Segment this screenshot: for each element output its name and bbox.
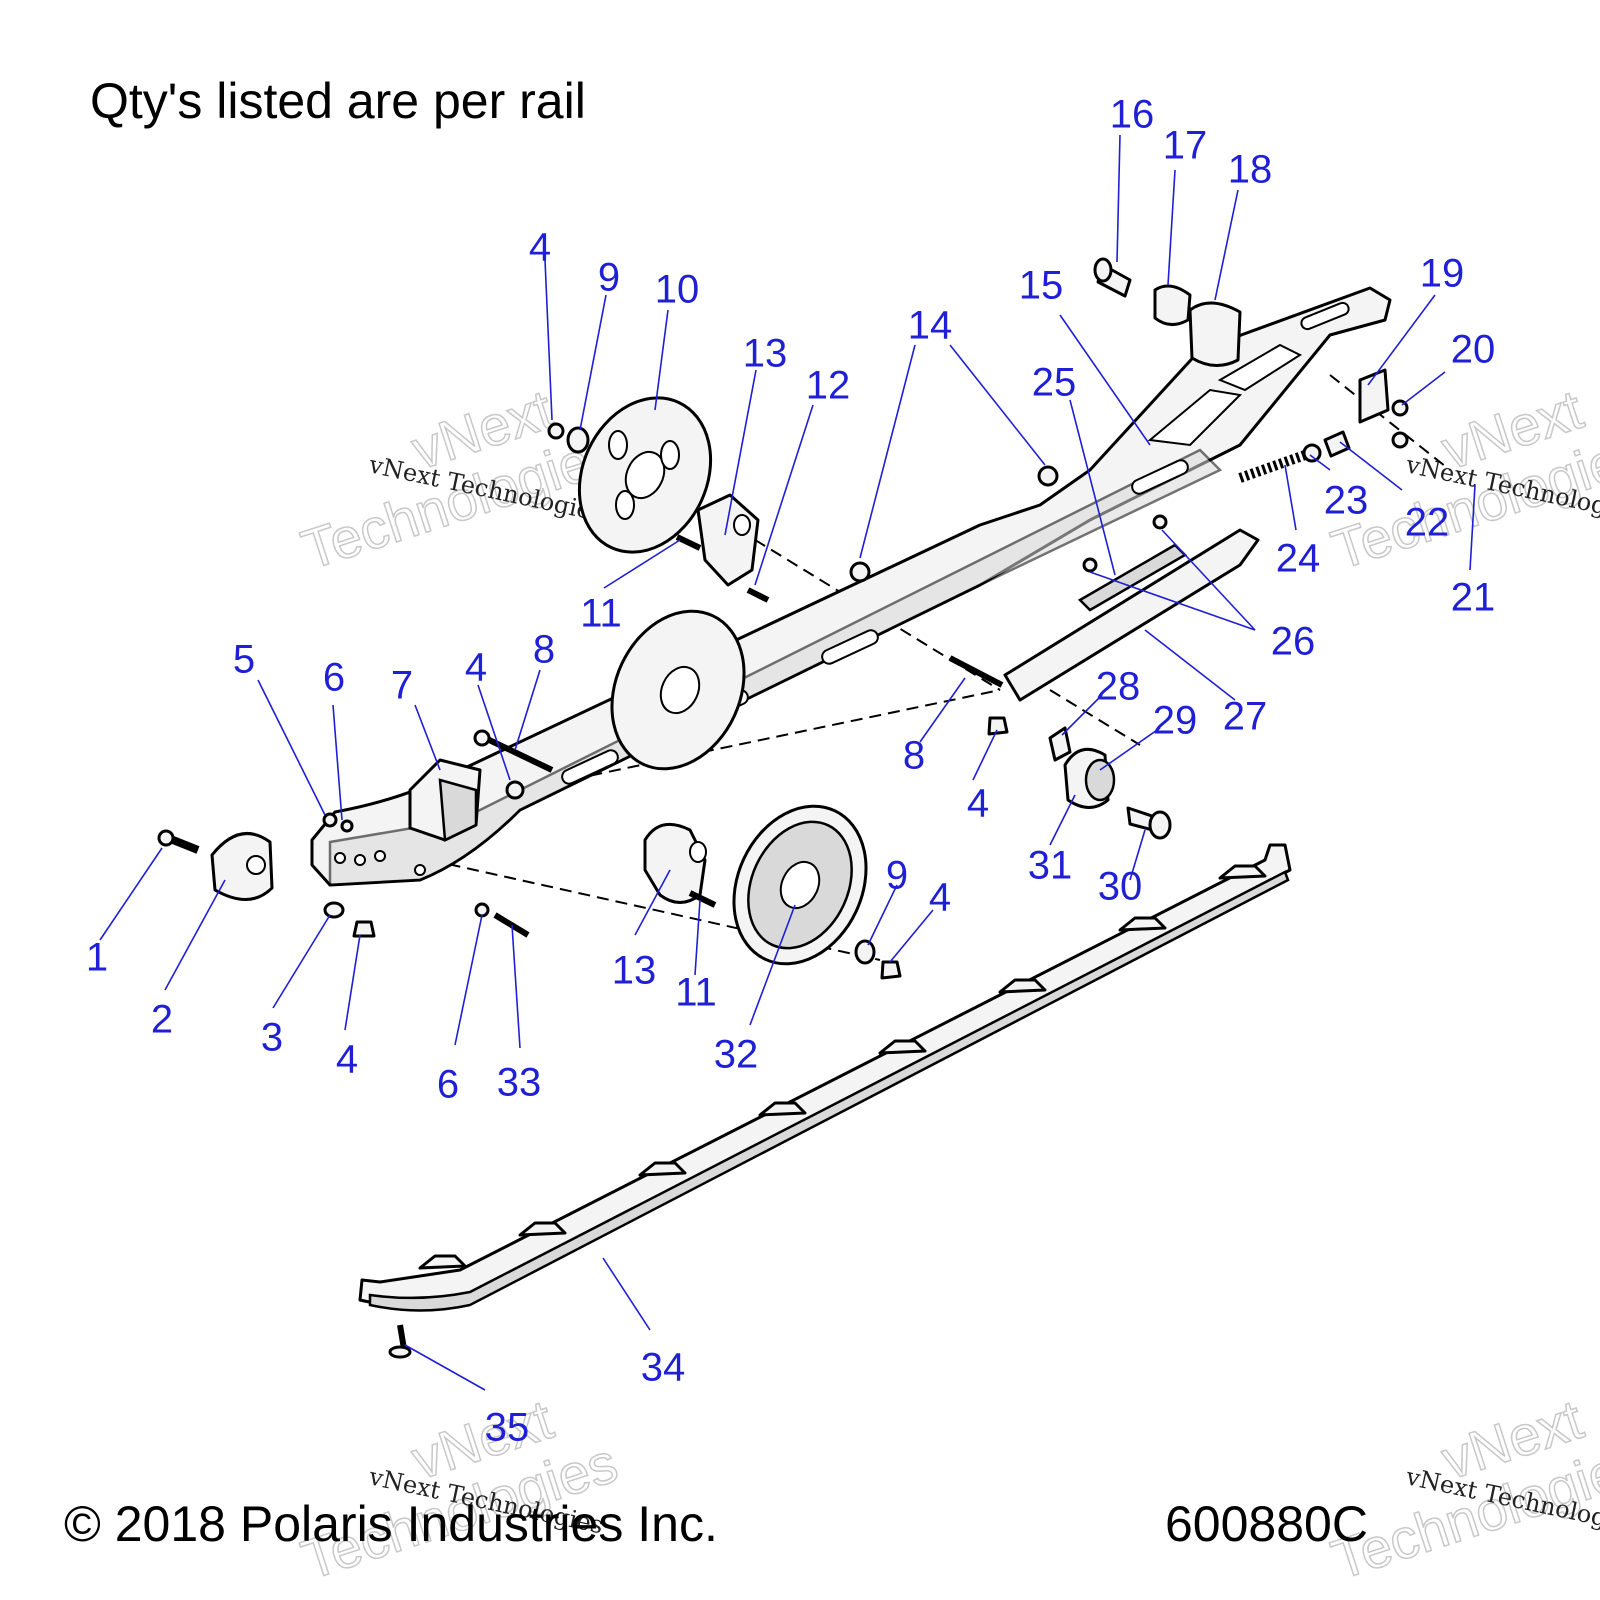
callout-c6b: 6	[437, 1063, 459, 1107]
callout-c33: 33	[497, 1061, 542, 1105]
callout-c28: 28	[1096, 665, 1141, 709]
callout-c27: 27	[1223, 695, 1268, 739]
callout-c23: 23	[1324, 479, 1369, 523]
rail-frame	[310, 286, 1392, 887]
callout-c21: 21	[1451, 576, 1496, 620]
callout-c3: 3	[261, 1016, 283, 1060]
callout-c4b: 4	[529, 226, 551, 270]
callout-c4a: 4	[336, 1038, 358, 1082]
callout-c31: 31	[1028, 844, 1073, 888]
callout-c8b: 8	[903, 734, 925, 778]
callout-c10: 10	[655, 268, 700, 312]
callout-c5: 5	[233, 638, 255, 682]
callout-c20: 20	[1451, 328, 1496, 372]
callout-c11a: 11	[580, 592, 622, 636]
callout-c4d: 4	[967, 782, 989, 826]
callout-c11b: 11	[675, 971, 717, 1015]
header-note: Qty's listed are per rail	[90, 73, 586, 129]
callout-c29: 29	[1153, 699, 1198, 743]
middle-idler-wheel	[610, 609, 746, 771]
callout-c32: 32	[714, 1033, 759, 1077]
callout-c25: 25	[1032, 361, 1077, 405]
drawing-number: 600880C	[1165, 1496, 1368, 1552]
callout-c14: 14	[908, 304, 953, 348]
callout-c2: 2	[151, 998, 173, 1042]
callout-c13a: 13	[743, 332, 788, 376]
slide-teeth	[418, 864, 1267, 1270]
callout-c13b: 13	[612, 949, 657, 993]
callout-c15: 15	[1019, 264, 1064, 308]
callout-c4e: 4	[929, 876, 951, 920]
callout-c16: 16	[1110, 93, 1155, 137]
callout-c6a: 6	[323, 656, 345, 700]
callout-c8a: 8	[533, 628, 555, 672]
upper-idler-wheel	[577, 396, 713, 554]
callout-c24: 24	[1276, 537, 1321, 581]
callout-c18: 18	[1228, 148, 1273, 192]
copyright-notice: © 2018 Polaris Industries Inc.	[64, 1496, 718, 1552]
callout-c22: 22	[1405, 501, 1450, 545]
callout-c12: 12	[806, 364, 851, 408]
callout-c26: 26	[1271, 620, 1316, 664]
callout-c7: 7	[391, 664, 413, 708]
callout-c17: 17	[1163, 124, 1208, 168]
callout-c9b: 9	[886, 854, 908, 898]
callout-c34: 34	[641, 1346, 686, 1390]
callout-c9a: 9	[598, 256, 620, 300]
hardware-parts	[157, 257, 1409, 1359]
callout-c19: 19	[1420, 252, 1465, 296]
callout-c1: 1	[86, 936, 108, 980]
lower-idler-wheel	[732, 804, 868, 966]
slide-runner	[358, 843, 1292, 1312]
callout-c35: 35	[485, 1406, 530, 1450]
callout-c30: 30	[1098, 865, 1143, 909]
callout-leaders	[99, 134, 1476, 1391]
callout-c4c: 4	[465, 646, 487, 690]
